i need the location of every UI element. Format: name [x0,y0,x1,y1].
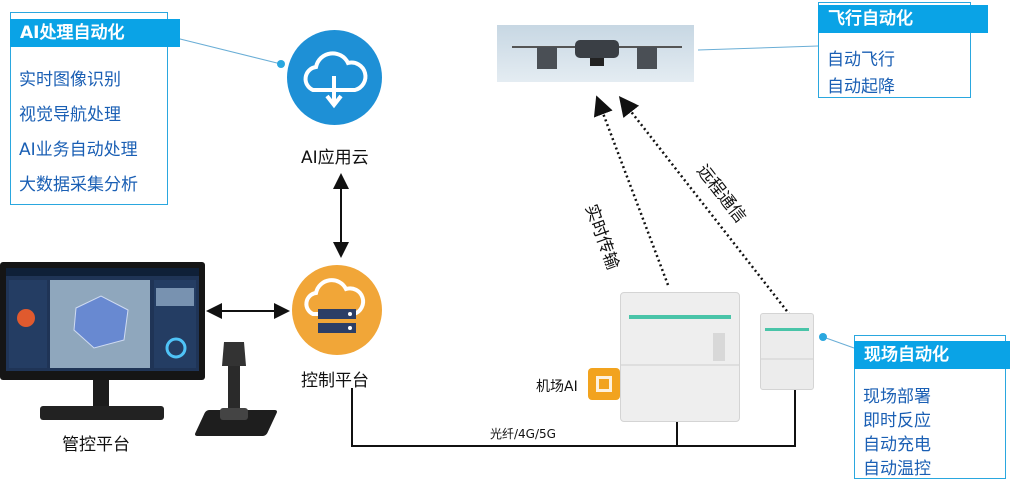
flight-automation-panel: 飞行自动化 自动飞行 自动起降 [818,2,988,98]
chip-icon [588,368,620,400]
remote-link-label: 远程通信 [692,161,750,227]
flight-item: 自动起降 [827,77,895,97]
ai-item: 实时图像识别 [19,70,121,90]
airport-station-small [760,313,814,390]
network-label: 光纤/4G/5G [490,427,556,441]
site-box-connector [825,337,855,349]
control-platform-label: 控制平台 [301,371,369,391]
flight-automation-list: 自动飞行 自动起降 [827,51,895,105]
site-item: 现场部署 [863,387,931,407]
control-platform-icon [292,265,382,355]
console-label: 管控平台 [62,435,130,455]
remote-link-arrow [618,96,791,316]
ai-processing-list: 实时图像识别 视觉导航处理 AI业务自动处理 大数据采集分析 [19,71,138,211]
console-monitor [0,262,205,380]
airport-ai-label: 机场AI [536,379,578,395]
realtime-link-label: 实时传输 [580,201,623,273]
joystick-icon [220,342,248,420]
airport-station-large [620,292,740,422]
drone-icon [512,40,682,69]
ai-item: AI业务自动处理 [19,140,138,160]
monitor-stand-base [40,406,164,420]
flight-automation-title: 飞行自动化 [818,5,988,33]
site-automation-panel: 现场自动化 现场部署 即时反应 自动充电 自动温控 [854,335,1010,479]
ai-processing-panel: AI处理自动化 实时图像识别 视觉导航处理 AI业务自动处理 大数据采集分析 [10,12,180,205]
site-item: 自动充电 [863,435,931,455]
ai-item: 视觉导航处理 [19,105,121,125]
site-connector-dot [819,333,827,341]
site-item: 自动温控 [863,459,931,479]
flight-item: 自动飞行 [827,50,895,70]
cloud-node-icon [287,30,382,125]
console-screen [6,268,199,371]
monitor-stand-neck [93,380,109,408]
ai-item: 大数据采集分析 [19,175,138,195]
drone-photo [497,25,694,82]
site-item: 即时反应 [863,411,931,431]
flight-box-connector [697,45,819,51]
ai-box-connector [167,35,282,65]
ai-connector-dot [277,60,285,68]
site-automation-list: 现场部署 即时反应 自动充电 自动温控 [863,388,931,484]
ai-processing-title: AI处理自动化 [10,19,180,47]
site-automation-title: 现场自动化 [854,341,1010,369]
cloud-node-label: AI应用云 [301,148,369,168]
